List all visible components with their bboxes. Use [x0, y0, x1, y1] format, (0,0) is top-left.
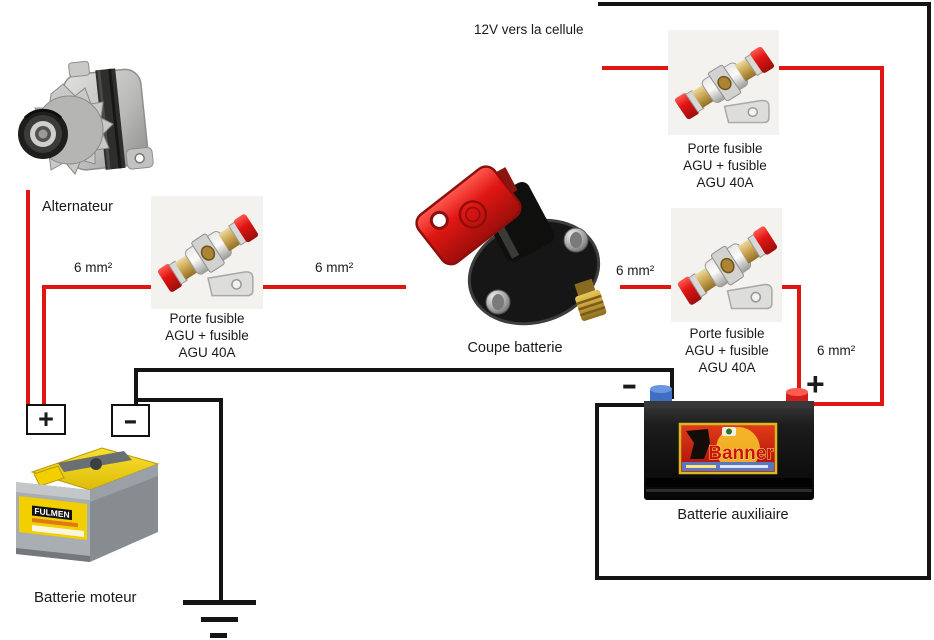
fuse-holder-label-3: Porte fusible AGU + fusible AGU 40A [663, 140, 787, 191]
ground-bar-short [210, 633, 227, 638]
engine-battery-minus-sign: - [123, 405, 138, 435]
engine-battery-image: FULMEN [16, 447, 160, 562]
fuse-label-line3: AGU 40A [698, 360, 756, 375]
fuse-label-line2: AGU + fusible [683, 158, 767, 173]
fuse-label-line3: AGU 40A [178, 345, 236, 360]
label-alternator: Alternateur [42, 199, 113, 215]
engine-battery-brand-text: FULMEN [34, 506, 69, 520]
fuse-label-line2: AGU + fusible [685, 343, 769, 358]
fuse-holder-label-2: Porte fusible AGU + fusible AGU 40A [665, 325, 789, 376]
wire-black-left-vertical [595, 405, 599, 580]
wire-black-down-to-aux-minus-post [670, 368, 674, 399]
wire-black-ground-horizontal [136, 398, 223, 402]
label-wire-gauge-4: 6 mm² [817, 343, 856, 358]
label-aux-battery: Batterie auxiliaire [677, 507, 789, 523]
engine-battery-minus-box: - [111, 404, 150, 437]
fuse-holder-image-3 [668, 30, 779, 135]
wire-black-to-aux-minus [595, 403, 663, 407]
fuse-holder-label-1: Porte fusible AGU + fusible AGU 40A [145, 310, 269, 361]
fuse-label-line1: Porte fusible [169, 311, 245, 326]
wire-red-alternator-to-engine-battery [26, 190, 30, 406]
wire-black-bottom-horizontal [595, 576, 931, 580]
wire-black-ground-vertical [219, 398, 223, 603]
wire-black-right-vertical [927, 2, 931, 580]
aux-battery-brand-text: Banner [708, 443, 774, 464]
label-cutoff-switch: Coupe batterie [467, 340, 563, 356]
fuse-holder-image-1 [151, 196, 263, 309]
fuse-label-line3: AGU 40A [696, 175, 754, 190]
label-wire-gauge-3: 6 mm² [616, 263, 655, 278]
label-wire-gauge-2: 6 mm² [315, 260, 354, 275]
ground-bar-medium [201, 617, 238, 622]
ground-bar-long [183, 600, 256, 605]
alternator-image [18, 60, 154, 175]
engine-battery-plus-sign: + [38, 404, 54, 434]
wire-red-to-aux-plus-horizontal [804, 402, 884, 406]
wire-red-branch-vertical [42, 286, 46, 406]
aux-battery-plus-sign: + [806, 366, 825, 402]
fuse-label-line1: Porte fusible [689, 326, 765, 341]
wire-red-fuse-to-aux-plus [797, 285, 801, 405]
fuse-label-line2: AGU + fusible [165, 328, 249, 343]
label-engine-battery: Batterie moteur [34, 589, 137, 606]
aux-battery-image: Banner [644, 385, 814, 500]
fuse-holder-image-2 [671, 208, 782, 322]
fuse-label-line1: Porte fusible [687, 141, 763, 156]
wire-black-cell-return-top [598, 2, 931, 6]
wire-red-right-vertical [880, 66, 884, 406]
label-12v-feed: 12V vers la cellule [474, 22, 584, 37]
aux-battery-minus-sign: - [621, 366, 638, 402]
engine-battery-plus-box: + [26, 404, 66, 435]
cutoff-switch-image [406, 160, 620, 342]
wire-black-engine-minus-up [134, 369, 138, 406]
wire-black-minus-link-horizontal [134, 368, 674, 372]
label-wire-gauge-1: 6 mm² [74, 260, 113, 275]
